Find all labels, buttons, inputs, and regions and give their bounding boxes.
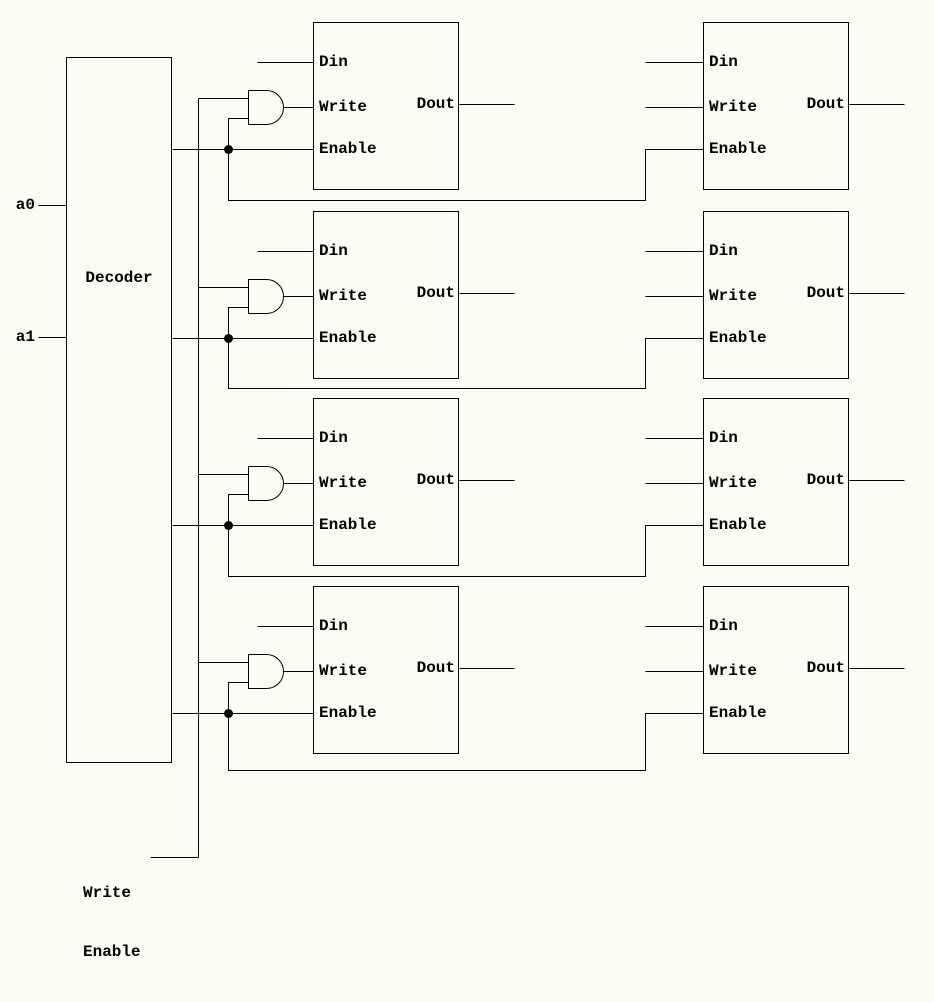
write-pin-label: Write <box>709 474 758 492</box>
gate-bottom-input-wire <box>228 682 249 714</box>
enable-branch-wire <box>228 338 704 389</box>
din-pin-label: Din <box>709 617 738 635</box>
junction-dot <box>224 145 233 154</box>
write-pin-label: Write <box>319 98 368 116</box>
enable-pin-label: Enable <box>319 516 377 534</box>
write-enable-label: Write Enable <box>83 844 141 1002</box>
gate-bottom-input-wire <box>228 118 249 150</box>
enable-branch-wire <box>228 713 704 771</box>
gate-bottom-input-wire <box>228 494 249 526</box>
input-label-a1: a1 <box>15 328 35 346</box>
din-pin-label: Din <box>319 429 348 447</box>
write-pin-label: Write <box>709 98 758 116</box>
write-pin-label: Write <box>319 474 368 492</box>
din-pin-label: Din <box>709 429 738 447</box>
dout-pin-label: Dout <box>416 95 455 113</box>
dout-pin-label: Dout <box>416 659 455 677</box>
write-enable-label-line1: Write <box>83 884 132 902</box>
enable-pin-label: Enable <box>319 140 377 158</box>
junction-dot <box>224 709 233 718</box>
enable-branch-wire <box>228 525 704 577</box>
din-pin-label: Din <box>709 242 738 260</box>
dout-pin-label: Dout <box>806 471 845 489</box>
decoder-box: Decoder <box>66 57 172 763</box>
and-gate <box>248 654 284 689</box>
and-gate <box>248 466 284 501</box>
junction-dot <box>224 334 233 343</box>
junction-dot <box>224 521 233 530</box>
enable-pin-label: Enable <box>709 140 767 158</box>
dout-pin-label: Dout <box>806 659 845 677</box>
enable-pin-label: Enable <box>319 329 377 347</box>
input-label-a0: a0 <box>15 196 35 214</box>
and-gate <box>248 279 284 314</box>
din-pin-label: Din <box>709 53 738 71</box>
write-pin-label: Write <box>709 287 758 305</box>
gate-bottom-input-wire <box>228 307 249 339</box>
din-pin-label: Din <box>319 242 348 260</box>
enable-branch-wire <box>228 149 704 201</box>
enable-pin-label: Enable <box>709 329 767 347</box>
wire-layer <box>38 62 905 858</box>
dout-pin-label: Dout <box>806 95 845 113</box>
dout-pin-label: Dout <box>416 284 455 302</box>
enable-pin-label: Enable <box>709 704 767 722</box>
and-gate <box>248 90 284 125</box>
write-pin-label: Write <box>319 287 368 305</box>
write-pin-label: Write <box>709 662 758 680</box>
enable-pin-label: Enable <box>319 704 377 722</box>
enable-pin-label: Enable <box>709 516 767 534</box>
din-pin-label: Din <box>319 53 348 71</box>
dout-pin-label: Dout <box>416 471 455 489</box>
decoder-label: Decoder <box>85 269 153 287</box>
din-pin-label: Din <box>319 617 348 635</box>
write-enable-label-line2: Enable <box>83 943 141 961</box>
dout-pin-label: Dout <box>806 284 845 302</box>
write-pin-label: Write <box>319 662 368 680</box>
